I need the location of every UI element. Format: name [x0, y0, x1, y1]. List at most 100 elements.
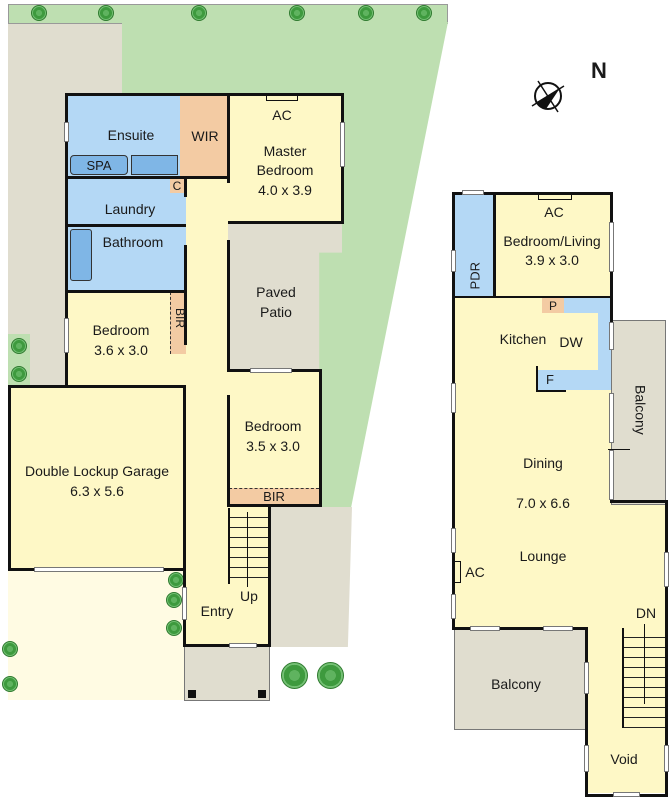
label-bedroom-2: Bedroom: [92, 322, 150, 338]
tree-icon: [168, 572, 184, 588]
window: [609, 393, 614, 443]
wall: [452, 192, 613, 195]
porch-post-left: [188, 690, 196, 698]
window: [609, 450, 614, 500]
window: [451, 594, 456, 619]
label-ensuite: Ensuite: [107, 127, 155, 143]
label-bedroom-living-ac: AC: [544, 204, 564, 220]
bath-tub: [70, 229, 92, 281]
window: [664, 745, 669, 772]
label-void: Void: [610, 751, 638, 767]
wall: [227, 93, 230, 183]
wall: [183, 644, 271, 647]
label-bathroom: Bathroom: [102, 234, 164, 250]
window: [609, 322, 614, 350]
upper-lounge-extension: [611, 505, 666, 628]
window: [613, 792, 640, 797]
label-lounge-ac: AC: [465, 564, 485, 580]
label-garage-size: 6.3 x 5.6: [70, 483, 124, 499]
wall: [227, 240, 230, 372]
label-dishwasher: DW: [559, 334, 583, 350]
label-garage: Double Lockup Garage: [25, 463, 169, 479]
label-bedroom-living-size: 3.9 x 3.0: [525, 252, 579, 268]
master-ac-unit: [266, 95, 298, 101]
wall: [65, 93, 68, 387]
window: [340, 122, 345, 167]
wall: [585, 627, 588, 797]
tree-icon: [289, 5, 305, 21]
balcony-door-arrow-icon: [608, 449, 630, 450]
stairs-up-arrow-icon: [247, 512, 248, 587]
side-path-right: [270, 507, 352, 647]
wall: [228, 221, 344, 224]
label-wir: WIR: [191, 128, 219, 144]
tree-icon: [11, 338, 27, 354]
tree-icon: [166, 592, 182, 608]
laundry-cupboard: [170, 178, 184, 193]
room-master-bedroom: [228, 95, 342, 223]
window: [462, 190, 484, 195]
lounge-ac-unit: [455, 561, 461, 583]
north-arrow-icon: [528, 76, 568, 116]
room-pdr: [454, 193, 494, 296]
room-bedroom-2: [66, 291, 186, 386]
room-wir: [180, 95, 228, 177]
wall: [184, 245, 187, 345]
wall: [665, 500, 668, 797]
wall: [536, 366, 538, 392]
wall: [184, 177, 187, 197]
room-bedroom-3: [228, 371, 320, 505]
label-balcony-front: Balcony: [491, 676, 541, 692]
label-lounge: Lounge: [519, 548, 567, 564]
wall: [183, 385, 186, 647]
window: [64, 318, 69, 353]
label-bedroom-2-bir: BIR: [173, 308, 187, 329]
label-balcony-side: Balcony: [632, 385, 649, 435]
label-stairs-up: Up: [240, 588, 258, 604]
label-kitchen: Kitchen: [499, 331, 547, 347]
label-cupboard: C: [172, 179, 182, 193]
balcony-side: [611, 320, 666, 505]
tree-icon: [317, 662, 344, 689]
upper-stairs: [622, 628, 668, 728]
window: [470, 626, 500, 631]
label-paved-patio-2: Patio: [260, 304, 292, 320]
tree-icon: [2, 676, 18, 692]
tree-icon: [11, 366, 27, 382]
pantry: [542, 298, 564, 313]
label-bedroom-3: Bedroom: [244, 418, 302, 434]
label-laundry: Laundry: [104, 201, 156, 217]
wall: [65, 224, 186, 227]
driveway: [8, 570, 184, 700]
front-garden-strip: [8, 4, 448, 24]
room-laundry: [66, 177, 186, 225]
label-entry: Entry: [200, 603, 234, 619]
ensuite-shower: [131, 155, 178, 175]
label-bedroom-2-size: 3.6 x 3.0: [94, 342, 148, 358]
wall: [319, 369, 322, 507]
tree-icon: [416, 5, 432, 21]
window: [229, 643, 257, 648]
room-garage: [10, 386, 186, 570]
wall: [65, 93, 344, 96]
window: [543, 626, 573, 631]
tree-icon: [2, 641, 18, 657]
wall: [8, 385, 186, 388]
wall: [493, 192, 496, 297]
window: [34, 567, 164, 572]
tree-icon: [98, 5, 114, 21]
label-paved-patio: Paved: [256, 284, 296, 300]
stairs-down-arrow-icon: [644, 624, 645, 704]
label-bedroom-3-size: 3.5 x 3.0: [246, 438, 300, 454]
label-pantry: P: [548, 299, 558, 313]
label-dining-size: 7.0 x 6.6: [516, 495, 570, 511]
window: [451, 528, 456, 553]
ground-stairs: [228, 508, 270, 584]
wall: [65, 176, 229, 179]
window: [451, 250, 456, 272]
tree-icon: [31, 5, 47, 21]
tree-icon: [166, 620, 182, 636]
label-master-bedroom: Master: [263, 143, 307, 159]
room-bedroom-living: [494, 193, 611, 296]
porch: [184, 646, 270, 701]
